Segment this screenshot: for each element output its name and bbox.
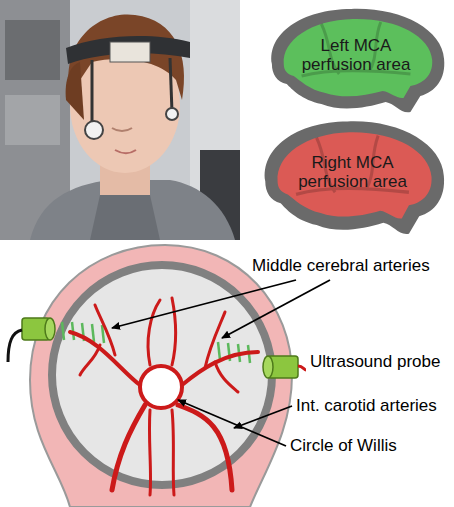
photo [0, 0, 240, 240]
callout-label: Int. carotid arteries [296, 396, 437, 416]
region-text: Right MCA perfusion area [289, 153, 417, 191]
callout-label: Middle cerebral arteries [252, 256, 430, 276]
perfusion-region: Left MCA perfusion area [262, 4, 450, 116]
perfusion-region: Right MCA perfusion area [255, 116, 450, 238]
region-text: Left MCA perfusion area [292, 36, 420, 74]
region-label: Left MCA perfusion area [292, 36, 420, 74]
callout-label: Ultrasound probe [310, 352, 440, 372]
brain-surface [265, 121, 444, 234]
ultrasound-probe [8, 318, 306, 378]
perfusion-area [277, 132, 431, 218]
brain-surface [271, 9, 444, 112]
region-label: Right MCA perfusion area [289, 153, 417, 191]
head-illustration [8, 245, 330, 507]
perfusion-area [284, 19, 433, 98]
callout-label: Circle of Willis [290, 436, 397, 456]
